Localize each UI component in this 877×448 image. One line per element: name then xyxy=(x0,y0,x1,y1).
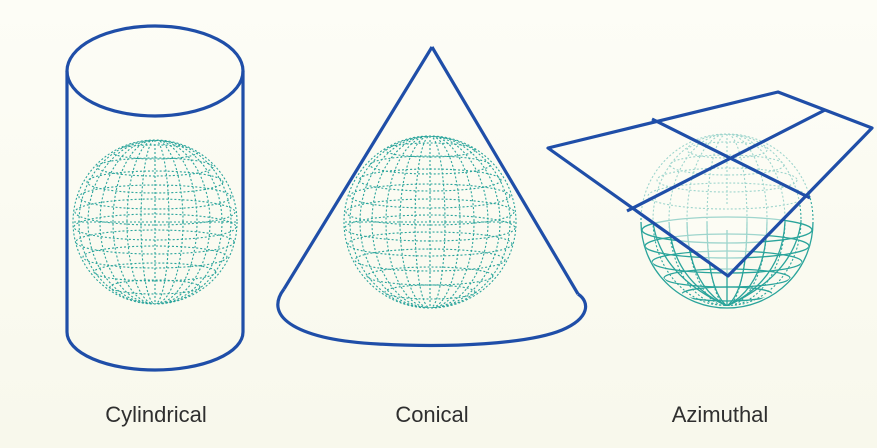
azimuthal-plane xyxy=(548,92,872,276)
azimuthal-projection xyxy=(548,92,872,308)
cone-left-edge xyxy=(284,47,432,289)
cone-base-curve xyxy=(278,289,586,345)
conical-globe xyxy=(344,136,516,308)
plane-outline xyxy=(548,92,872,276)
conical-projection xyxy=(278,47,586,345)
azimuthal-label: Azimuthal xyxy=(610,402,830,428)
cylindrical-label: Cylindrical xyxy=(46,402,266,428)
cylindrical-globe xyxy=(73,140,237,304)
cone-shape xyxy=(278,47,586,345)
cylinder-top-ellipse xyxy=(67,26,243,116)
cylinder-bottom-arc xyxy=(67,332,243,370)
conical-label: Conical xyxy=(322,402,542,428)
cylindrical-projection xyxy=(67,26,243,370)
